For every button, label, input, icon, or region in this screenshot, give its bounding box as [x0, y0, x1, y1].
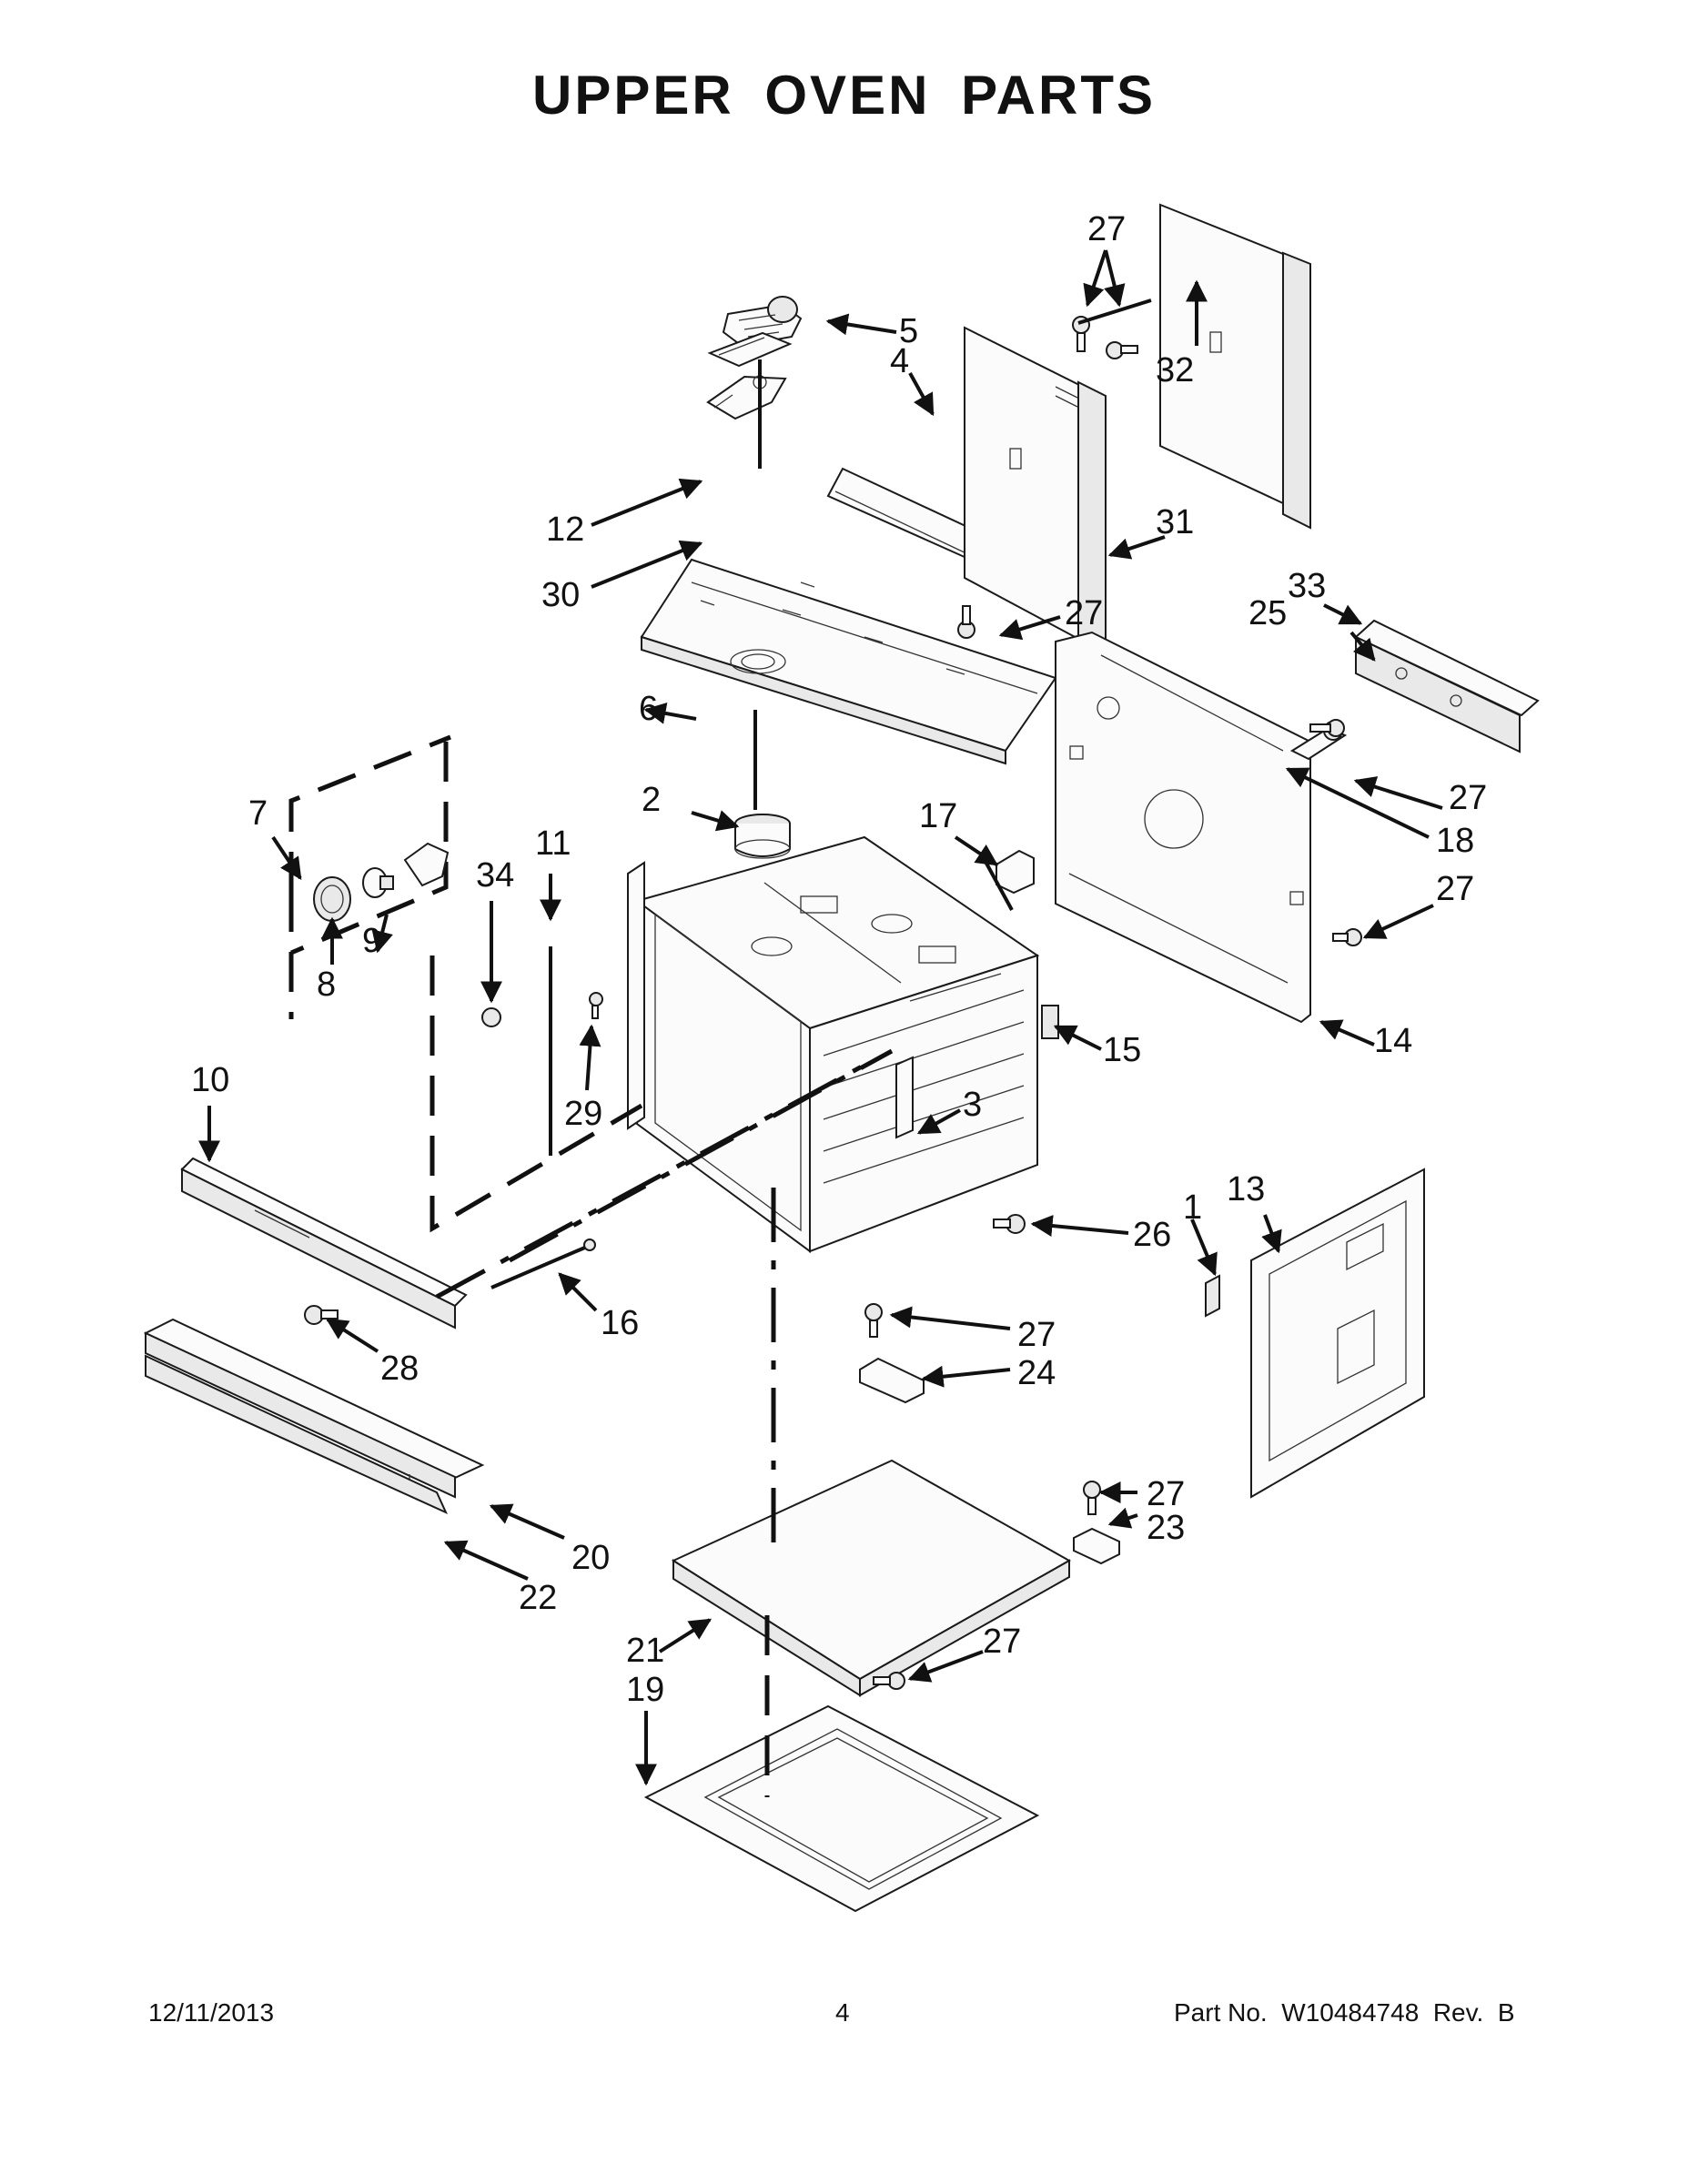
part-12-bracket: [707, 331, 793, 368]
callout-4: 4: [890, 342, 910, 380]
page-title: UPPER OVEN PARTS: [532, 65, 1156, 126]
part-13-rear-panel: [1250, 1168, 1425, 1499]
callout-27: 27: [1436, 870, 1475, 908]
callout-22: 22: [519, 1579, 558, 1617]
part-8-lens: [313, 876, 351, 922]
callout-18: 18: [1436, 822, 1475, 860]
screw-icon-28: [304, 1305, 339, 1325]
callout-27: 27: [1017, 1316, 1056, 1354]
callout-10: 10: [191, 1061, 230, 1099]
screw-icon-27-e: [1332, 928, 1362, 946]
part-14-side-panel: [1055, 631, 1311, 1024]
callout-1: 1: [1183, 1188, 1203, 1227]
callout-33: 33: [1288, 567, 1327, 605]
callout-32: 32: [1156, 351, 1195, 389]
callout-5: 5: [899, 312, 919, 350]
screw-icon-29: [589, 992, 603, 1019]
part-23-bracket: [1073, 1527, 1120, 1565]
callout-26: 26: [1133, 1216, 1172, 1254]
screw-icon-27-f: [864, 1303, 883, 1338]
screw-icon-26: [993, 1214, 1026, 1234]
callout-24: 24: [1017, 1354, 1056, 1392]
callout-28: 28: [380, 1350, 419, 1388]
callout-34: 34: [476, 856, 515, 895]
callout-21: 21: [626, 1632, 665, 1670]
screw-icon-27-d: [1309, 719, 1345, 737]
callout-27: 27: [1087, 210, 1127, 248]
callout-17: 17: [919, 797, 958, 835]
part-20-lower-trim: [143, 1318, 485, 1499]
callout-25: 25: [1248, 594, 1288, 632]
callout-14: 14: [1374, 1022, 1413, 1060]
screw-icon-27-h: [873, 1672, 905, 1690]
part-4-bracket: [826, 467, 981, 560]
part-24-bracket: [859, 1357, 925, 1404]
callout-27: 27: [1147, 1475, 1186, 1513]
part-34-grommet: [481, 1007, 501, 1027]
callout-7: 7: [248, 794, 268, 833]
part-17-bracket: [996, 849, 1035, 895]
callout-6: 6: [639, 690, 659, 728]
part-33-rail: [1354, 619, 1540, 753]
callout-27: 27: [983, 1623, 1022, 1661]
callout-29: 29: [564, 1095, 603, 1133]
part-22-lower-trim: [145, 1354, 449, 1515]
footer-page-number: 4: [835, 1998, 850, 2027]
callout-23: 23: [1147, 1509, 1186, 1547]
part-2-fan: [734, 814, 791, 859]
part-9-bulb: [362, 867, 394, 898]
callout-31: 31: [1156, 503, 1195, 541]
screw-icon-27-c: [957, 605, 975, 639]
callout-20: 20: [571, 1539, 611, 1577]
callout-19: 19: [626, 1671, 665, 1709]
callout-11: 11: [535, 824, 571, 863]
callout-16: 16: [601, 1304, 640, 1342]
part-16-rod: [490, 1239, 596, 1289]
part-15-switch: [1041, 1005, 1059, 1039]
footer-date: 12/11/2013: [148, 1998, 275, 2027]
callout-3: 3: [963, 1086, 983, 1124]
callout-27: 27: [1065, 594, 1104, 632]
callout-8: 8: [317, 966, 337, 1004]
part-19-bottom-tray: [643, 1704, 1040, 1913]
callout-27: 27: [1449, 779, 1488, 817]
screw-icon-27-g: [1083, 1481, 1101, 1515]
part-7-light-assembly: [288, 734, 451, 1019]
screw-icon-27-b: [1106, 341, 1138, 359]
callout-30: 30: [541, 576, 581, 614]
part-30-bracket: [706, 375, 787, 420]
part-10-front-trim: [180, 1157, 468, 1330]
callout-12: 12: [546, 511, 585, 549]
callout-9: 9: [362, 922, 382, 960]
callout-2: 2: [642, 781, 662, 819]
callout-13: 13: [1227, 1170, 1266, 1208]
callout-15: 15: [1103, 1031, 1142, 1069]
part-1-receiver: [1205, 1274, 1220, 1318]
footer-part-number: Part No. W10484748 Rev. B: [1174, 1998, 1515, 2027]
part-3-oven-cavity: [627, 835, 1040, 1253]
